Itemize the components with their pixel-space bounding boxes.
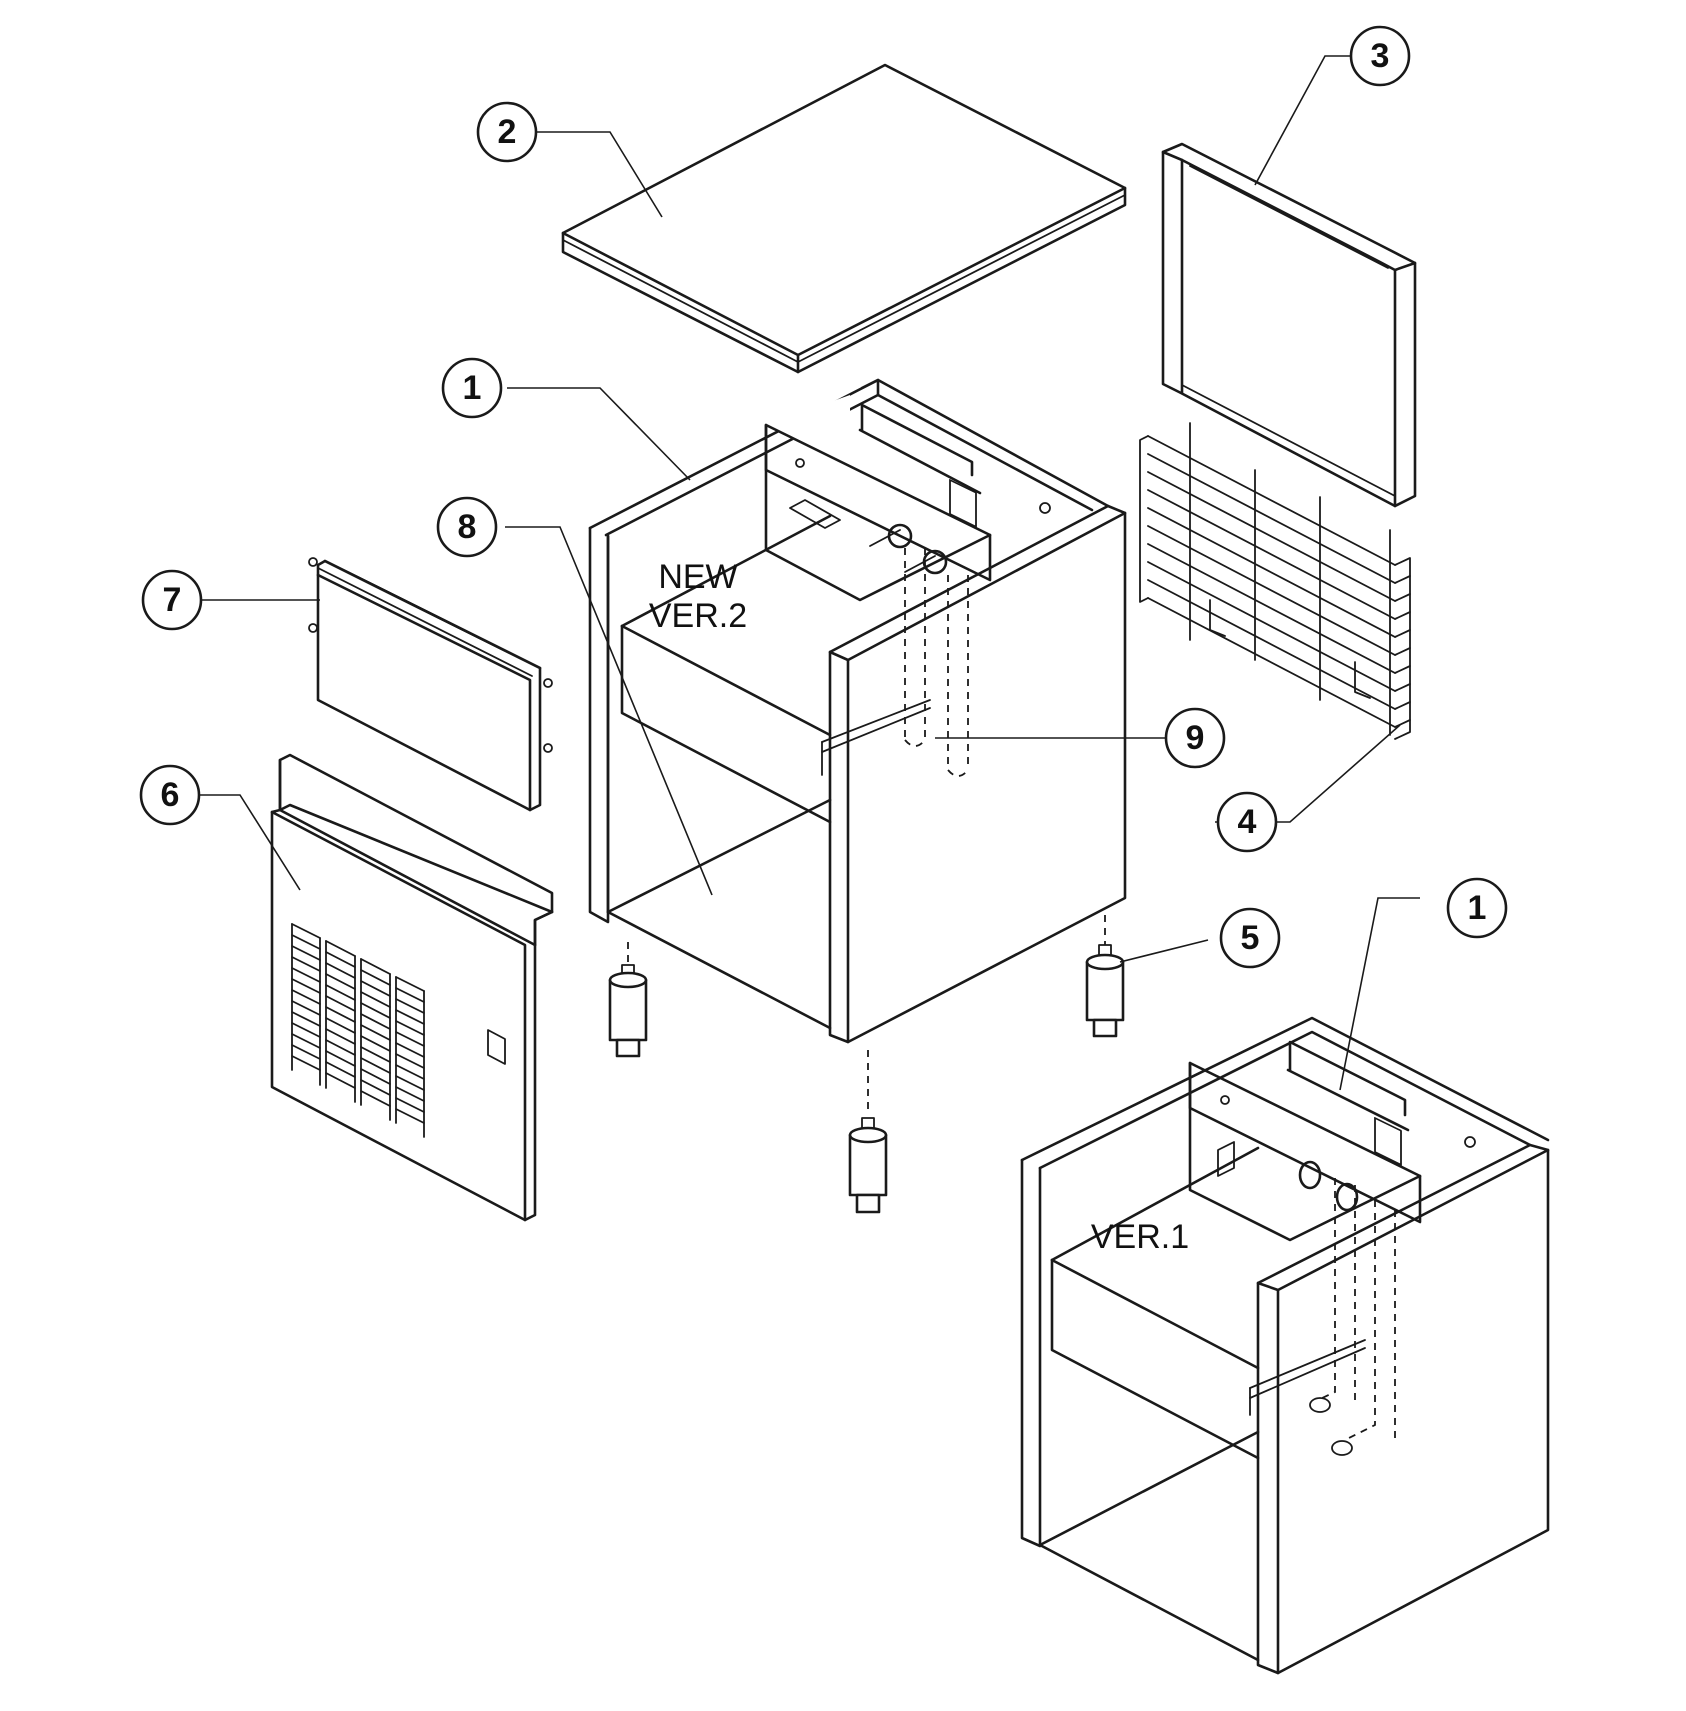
old-version-label: VER.1 bbox=[1091, 1218, 1189, 1256]
svg-text:6: 6 bbox=[161, 776, 180, 814]
callout-1-new: 1 bbox=[441, 357, 503, 419]
front-panel bbox=[270, 753, 554, 1222]
upper-front-panel bbox=[308, 557, 553, 812]
leg-foot-right bbox=[1085, 915, 1125, 1038]
condenser-grid bbox=[1139, 422, 1411, 740]
callout-6: 6 bbox=[139, 764, 201, 826]
callout-8: 8 bbox=[436, 496, 498, 558]
cabinet-new-version bbox=[588, 378, 1127, 1044]
callout-9: 9 bbox=[1164, 707, 1226, 769]
leg-foot-front bbox=[848, 1050, 888, 1214]
svg-text:4: 4 bbox=[1238, 803, 1257, 841]
callout-7: 7 bbox=[141, 569, 203, 631]
svg-text:1: 1 bbox=[1468, 889, 1487, 927]
back-panel bbox=[1161, 142, 1417, 508]
callout-3: 3 bbox=[1349, 25, 1411, 87]
top-panel bbox=[561, 63, 1127, 374]
callout-5: 5 bbox=[1219, 907, 1281, 969]
new-version-label-line2: VER.2 bbox=[649, 597, 747, 635]
svg-text:2: 2 bbox=[498, 113, 517, 151]
svg-text:7: 7 bbox=[163, 581, 182, 619]
callout-2: 2 bbox=[476, 101, 538, 163]
svg-text:1: 1 bbox=[463, 369, 482, 407]
svg-text:8: 8 bbox=[458, 508, 477, 546]
callout-1-old: 1 bbox=[1446, 877, 1508, 939]
leg-foot-left bbox=[608, 942, 648, 1058]
svg-text:9: 9 bbox=[1186, 719, 1205, 757]
new-version-label-line1: NEW bbox=[658, 558, 737, 596]
cabinet-old-version bbox=[1020, 1016, 1550, 1675]
callout-4: 4 bbox=[1216, 791, 1278, 853]
svg-text:3: 3 bbox=[1371, 37, 1390, 75]
svg-text:5: 5 bbox=[1241, 919, 1260, 957]
